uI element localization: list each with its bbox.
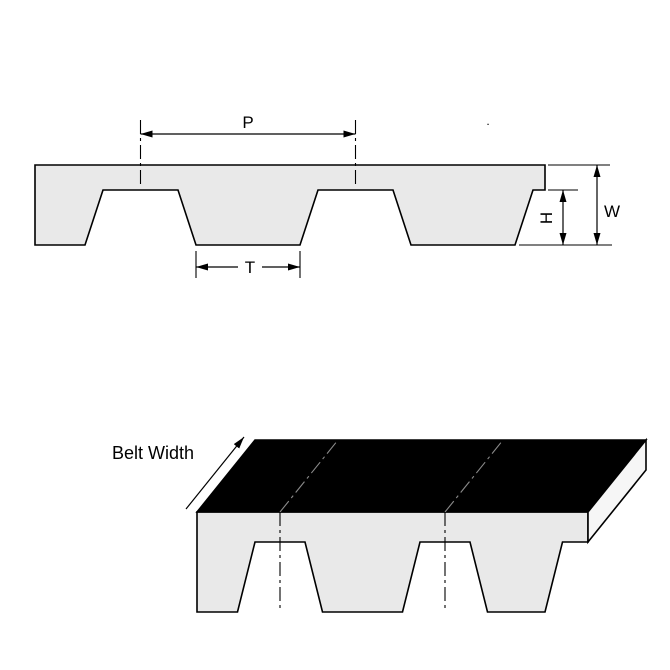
stray-dot: .	[486, 114, 489, 128]
tooth-width-label: T	[245, 258, 255, 277]
top-face-centerline-left	[279, 439, 339, 513]
belt-width-arrow	[185, 436, 245, 510]
pitch-label: P	[242, 113, 253, 132]
belt-width-label: Belt Width	[112, 443, 194, 463]
belt-front-face	[196, 511, 589, 613]
cross-section-view: P T H W .	[34, 113, 620, 278]
top-face-centerline-right	[444, 439, 504, 513]
belt-end-face	[587, 437, 647, 545]
belt-profile-shape	[34, 164, 546, 246]
tooth-height-label: H	[537, 212, 556, 224]
belt-top-face	[195, 439, 648, 513]
isometric-view: Belt Width	[112, 436, 648, 613]
belt-thickness-label: W	[604, 202, 620, 221]
